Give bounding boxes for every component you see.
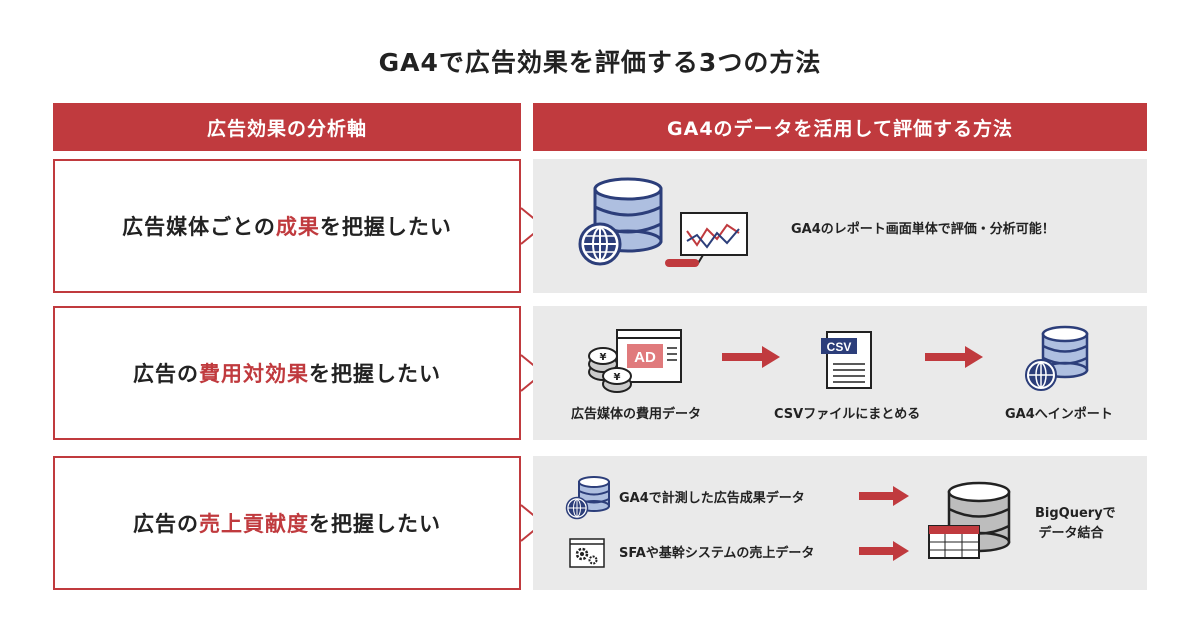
- step-ga4-import: GA4へインポート: [1005, 407, 1113, 422]
- svg-text:¥: ¥: [614, 372, 621, 383]
- row3-goal-highlight: 売上貢献度: [199, 512, 309, 536]
- source-ga4-data: GA4で計測した広告成果データ: [619, 491, 805, 506]
- csv-file-icon: CSV: [821, 331, 872, 389]
- row1-goal-highlight: 成果: [275, 215, 320, 239]
- step-cost-data: 広告媒体の費用データ: [571, 407, 702, 422]
- database-icon: [1041, 325, 1089, 379]
- row2-goal-post: を把握したい: [309, 362, 441, 386]
- row1-description: GA4のレポート画面単体で評価・分析可能！: [791, 222, 1055, 237]
- row2-goal: 広告の費用対効果を把握したい: [53, 306, 521, 440]
- row3-goal: 広告の売上貢献度を把握したい: [53, 456, 521, 590]
- row1-goal-pre: 広告媒体ごとの: [122, 215, 276, 239]
- csv-label: CSV: [827, 340, 852, 354]
- arrow-right-icon: [925, 346, 983, 368]
- row2-method-panel: AD ¥ ¥ CSV: [533, 306, 1147, 440]
- page-title: GA4で広告効果を評価する3つの方法: [378, 48, 822, 77]
- target-line2: データ結合: [1038, 526, 1104, 541]
- arrow-right-icon: [859, 541, 909, 561]
- globe-icon: [578, 222, 622, 266]
- report-chart-icon: [665, 212, 748, 267]
- database-icon: [578, 476, 610, 512]
- row2-goal-highlight: 費用対効果: [199, 362, 309, 386]
- target-line1: BigQueryで: [1035, 506, 1116, 521]
- svg-text:¥: ¥: [600, 352, 607, 363]
- ad-label: AD: [634, 349, 656, 366]
- system-gear-icon: [569, 538, 605, 568]
- arrow-right-icon: [722, 346, 780, 368]
- header-analysis-axis: 広告効果の分析軸: [53, 103, 521, 151]
- row2-goal-pre: 広告の: [133, 362, 199, 386]
- bigquery-database-icon: [928, 481, 1011, 559]
- step-csv: CSVファイルにまとめる: [774, 407, 921, 422]
- ad-cost-icon: AD ¥ ¥: [588, 329, 682, 393]
- globe-icon: [565, 496, 589, 520]
- row1-goal-post: を把握したい: [319, 215, 452, 239]
- row3-method-panel: GA4で計測した広告成果データ SFAや基幹システムの売上データ BigQuer…: [533, 456, 1147, 590]
- database-icon: [593, 177, 663, 253]
- row3-goal-post: を把握したい: [309, 512, 441, 536]
- globe-icon: [1025, 359, 1057, 391]
- arrow-right-icon: [859, 486, 909, 506]
- source-sales-data: SFAや基幹システムの売上データ: [619, 546, 815, 561]
- row1-goal: 広告媒体ごとの成果を把握したい: [53, 159, 521, 293]
- row1-method-panel: GA4のレポート画面単体で評価・分析可能！: [533, 159, 1147, 293]
- row3-goal-pre: 広告の: [133, 512, 199, 536]
- header-evaluation-method: GA4のデータを活用して評価する方法: [533, 103, 1147, 151]
